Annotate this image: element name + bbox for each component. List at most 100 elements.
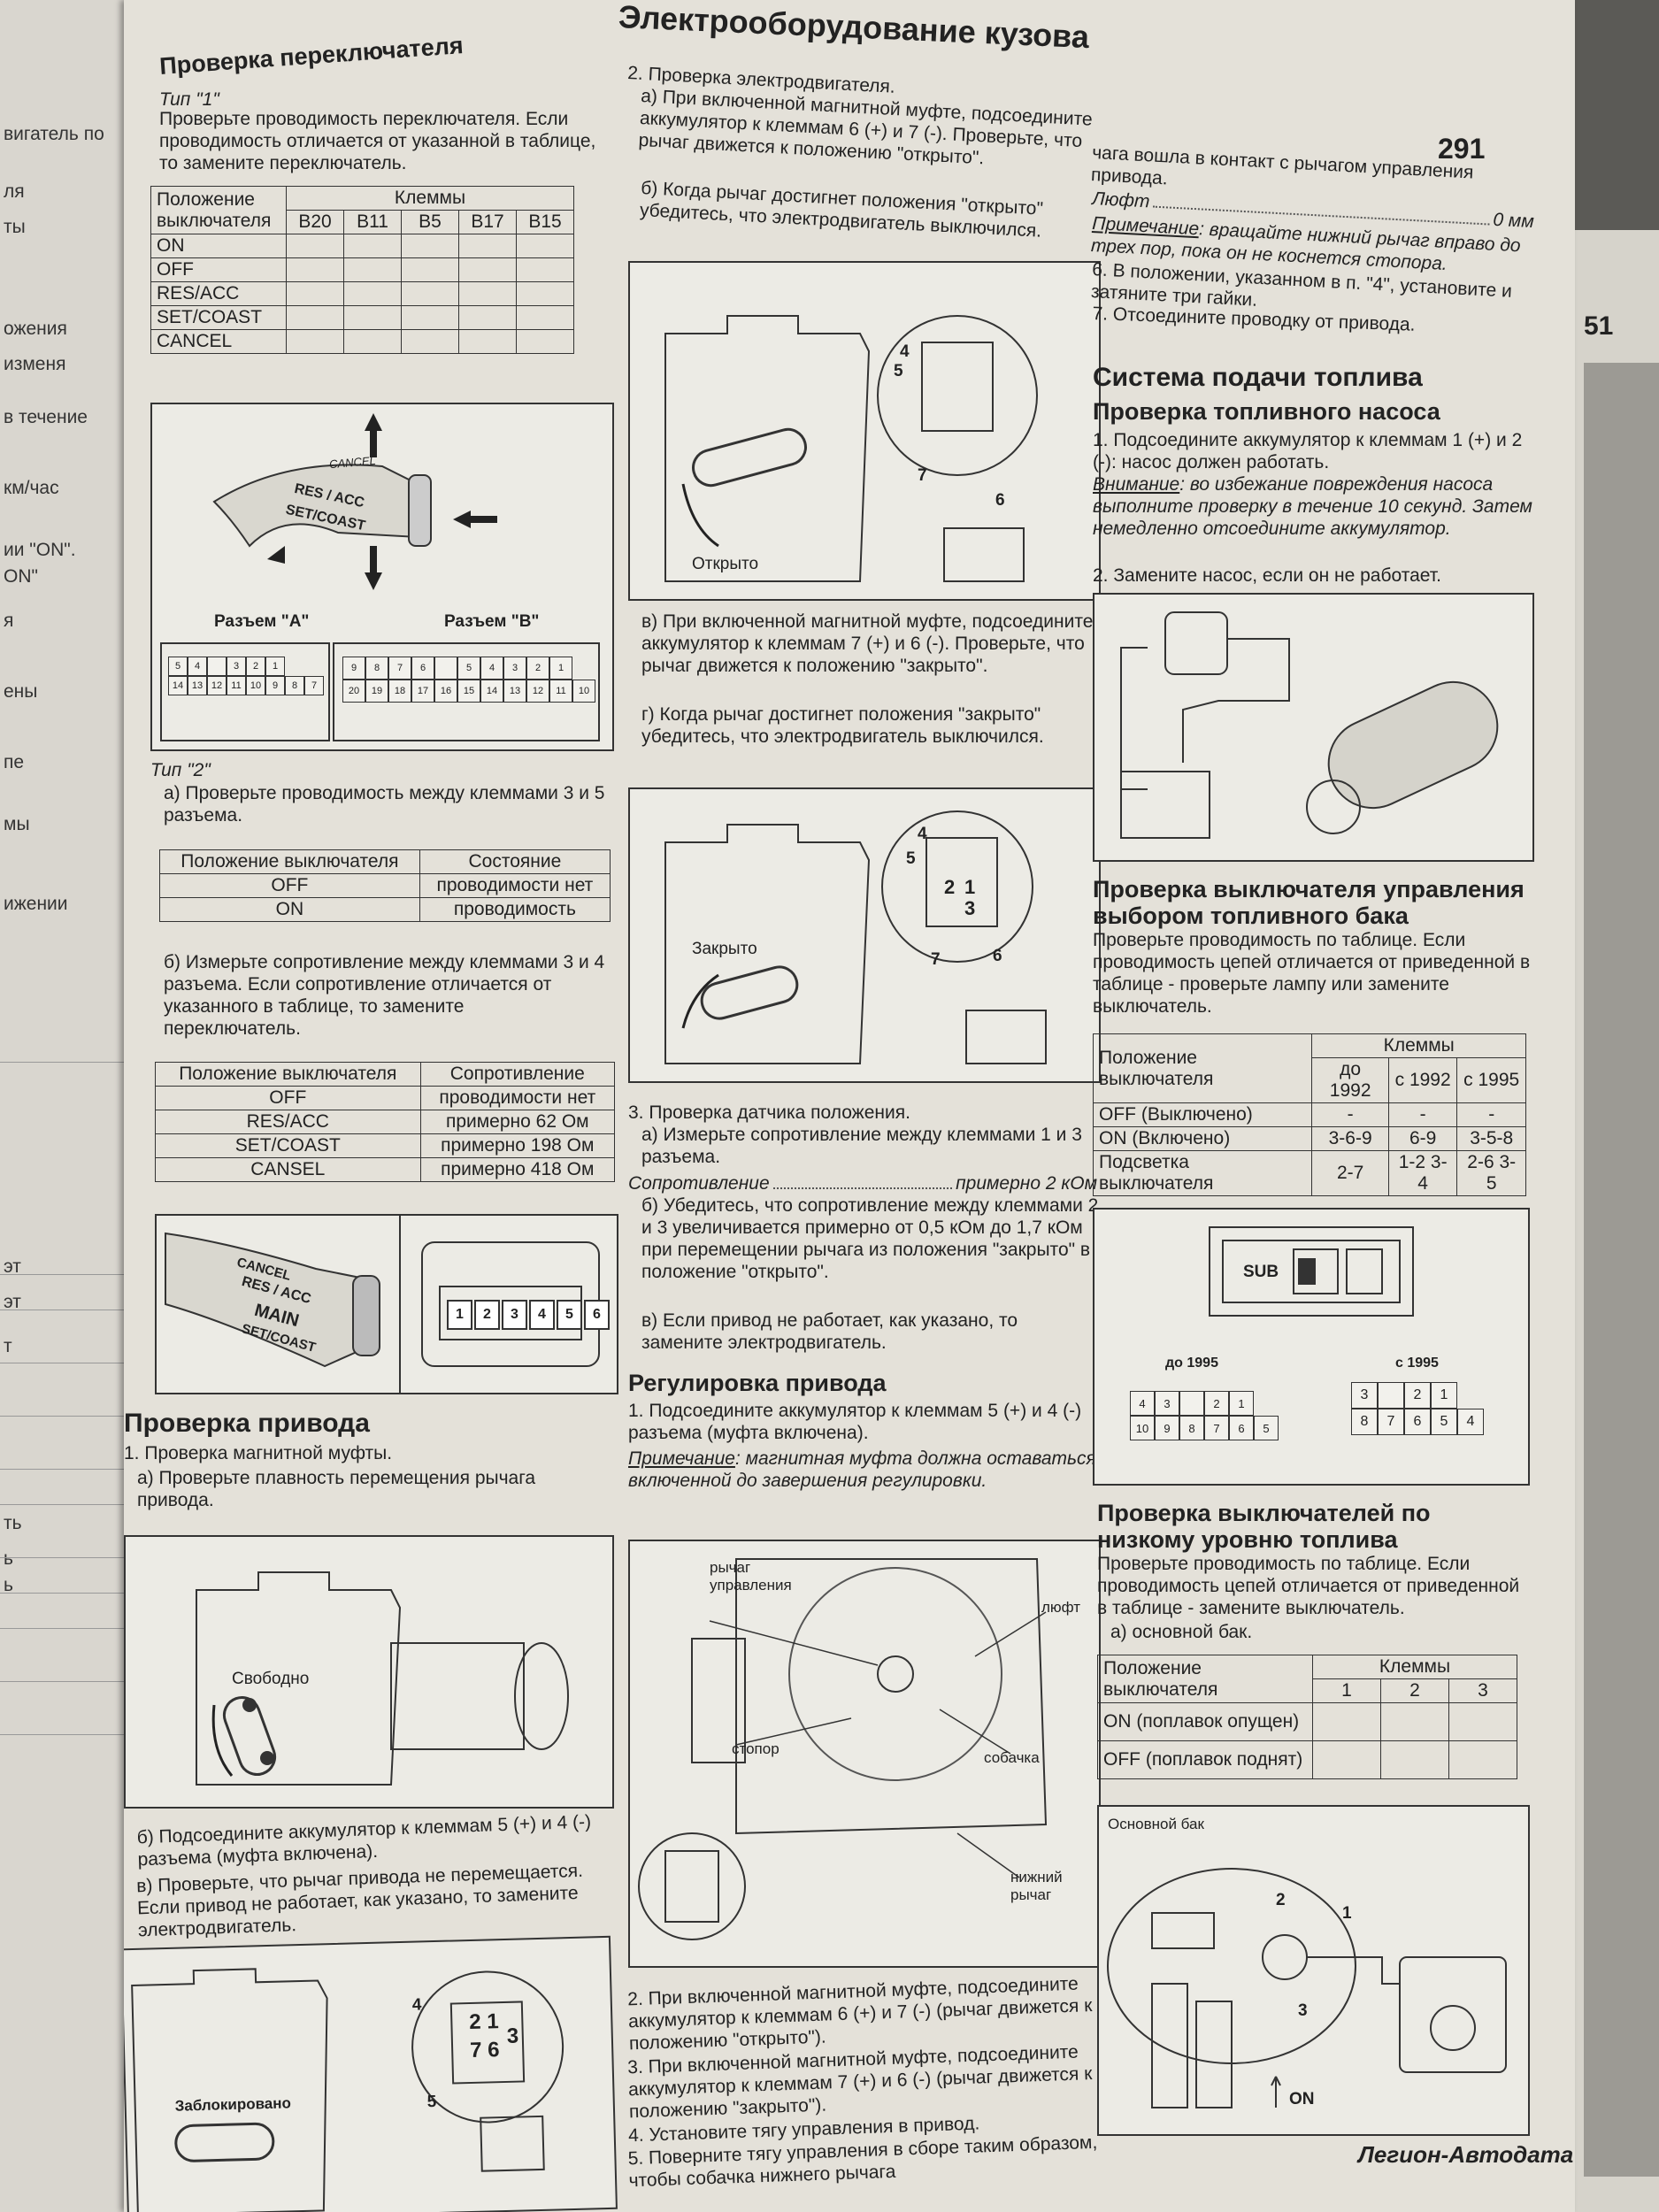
table1-cell [458,234,517,258]
table1-cell [401,257,459,282]
sensor-step-v: в) Если привод не работает, как указано,… [641,1310,1018,1353]
pump-step-1: 1. Подсоедините аккумулятор к клеммам 1 … [1093,430,1523,472]
figure-drive-free: Свободно [124,1535,614,1809]
table4-cell: - [1456,1102,1526,1127]
locked-pin-7: 7 [469,2038,482,2062]
table1-cell [458,329,517,354]
table1-cell [516,305,574,330]
margin-fragment: изменя [4,354,66,374]
table4-col-header: с 1992 [1387,1057,1458,1103]
tank-num-1: 1 [1342,1904,1352,1923]
margin-fragment: эт [4,1256,21,1277]
label-pawl: собачка [984,1749,1040,1766]
margin-rule [0,1274,142,1275]
connector-pin: 20 [342,680,365,703]
open-label: Открыто [692,555,759,573]
section-title-adjustment: Регулировка привода [628,1370,887,1396]
tank-num-3: 3 [1298,2001,1308,2020]
margin-fragment: пе [4,752,25,772]
open-num-6: 6 [995,491,1005,510]
connector-pin: 6 [1229,1416,1254,1440]
figure-fuel-pump [1093,593,1534,862]
figure-motor-open: Открыто 4 5 7 6 [628,261,1101,601]
connector-pin: 9 [342,657,365,680]
table3-header-resistance: Сопротивление [419,1062,616,1087]
margin-fragment: ты [4,217,26,237]
connector-pin [1179,1391,1204,1416]
table1-cell [458,305,517,330]
table1-cell [516,329,574,354]
connector-pin: 4 [529,1300,555,1330]
section-title-fuel-pump: Проверка топливного насоса [1093,398,1440,425]
margin-fragment: км/час [4,478,59,498]
sensor-spec-leader [772,1172,953,1189]
page-number: 291 [1438,133,1486,165]
table5-header-position: Положение выключателя [1097,1655,1313,1703]
table3-cell-value: проводимости нет [419,1086,616,1110]
sensor-spec-label: Сопротивление [628,1173,770,1194]
motor-open-drawing [664,315,1038,582]
connector-pin: 10 [1130,1416,1155,1440]
connector-pin: 9 [265,676,285,695]
pump-warning-label: Внимание [1093,474,1180,495]
margin-fragment: ь [4,1548,13,1569]
margin-rule [0,1416,142,1417]
table2-cell-value: проводимости нет [419,873,611,898]
section-title-fuel-system: Система подачи топлива [1093,363,1423,392]
connector-pin: 3 [503,657,526,680]
margin-rule [0,1557,142,1558]
since-1995-label: с 1995 [1395,1356,1439,1371]
locked-pin-2: 2 [469,2009,482,2035]
table4-header-position: Положение выключателя [1092,1033,1313,1103]
closed-num-3: 3 [964,897,976,919]
connector-pin: 12 [526,680,549,703]
pump-step-2: 2. Замените насос, если он не работает. [1093,565,1441,586]
margin-fragment: мы [4,814,30,834]
connector-pin: 11 [549,680,572,703]
fuel-pump-drawing [1120,611,1499,839]
figure-adjustment: рычаг управления люфт стопор собачка ниж… [628,1540,1101,1968]
locked-pin-5: 5 [426,2093,437,2112]
table5-cell [1380,1740,1449,1779]
connector-pin: 3 [1155,1391,1179,1416]
table2-header-state: Состояние [419,849,611,874]
closed-num-6: 6 [993,947,1002,965]
connector-pin: 16 [434,680,457,703]
play-spec-label: Люфт [1091,188,1151,212]
connector-pin: 12 [207,676,227,695]
table3-cell-position: OFF [155,1086,421,1110]
sub-label: SUB [1243,1263,1279,1281]
connector-pin: 1 [1431,1382,1457,1409]
connector-pin [434,657,457,680]
margin-fragment: ожения [4,319,67,339]
table1-row-label: SET/COAST [150,305,287,330]
table2-cell-position: ON [159,897,420,922]
adjust-note-text: : магнитная муфта должна оставаться вклю… [628,1448,1096,1491]
table1-cell [516,281,574,306]
connector-pin: 14 [480,680,503,703]
margin-rule [0,1469,142,1470]
margin-fragment: ON" [4,566,38,587]
closed-num-2: 2 [944,876,956,898]
figure-main-tank: Основной бак 1 2 3 ON [1097,1805,1530,2136]
table1-cell [286,234,344,258]
table2-header-position: Положение выключателя [159,849,420,874]
tank-num-2: 2 [1276,1891,1286,1909]
connector-pin: 8 [1351,1409,1378,1435]
drive-locked-drawing [131,1968,565,2212]
table1-row-label: RES/ACC [150,281,287,306]
connector-a-label: Разъем "A" [214,612,310,631]
low-level-step-a: а) основной бак. [1110,1622,1253,1642]
table-row: RES/ACC [150,281,574,306]
connector-pin: 7 [1378,1409,1404,1435]
